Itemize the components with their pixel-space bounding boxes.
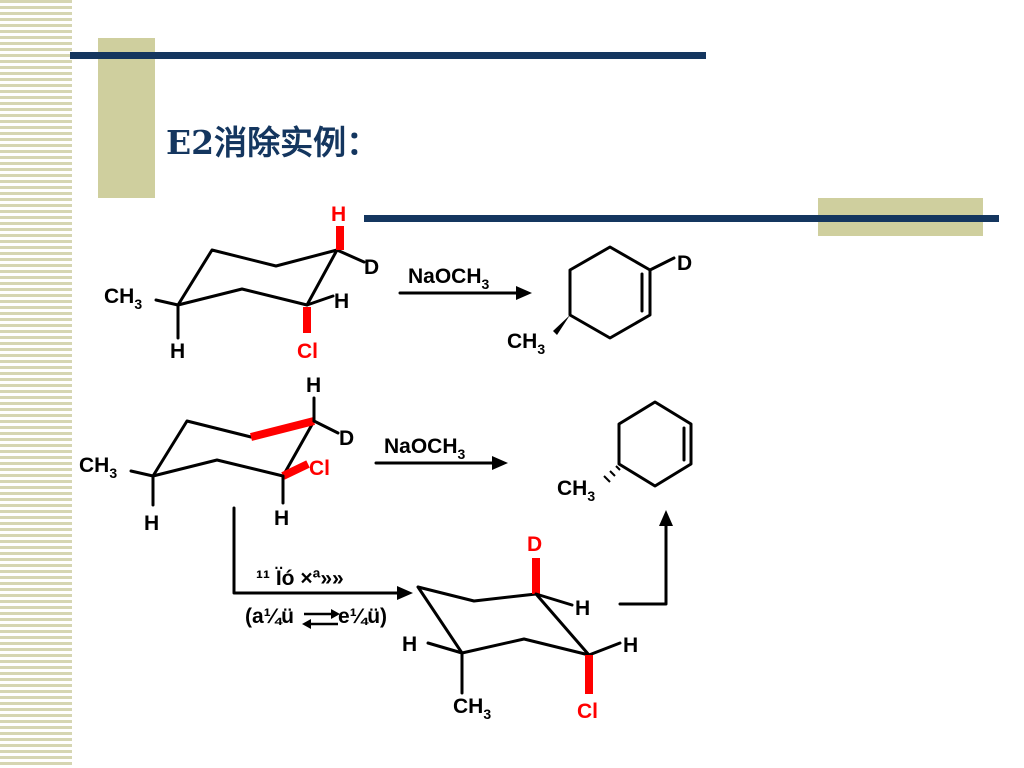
- bond-d-2: [312, 419, 340, 435]
- bond-d-p1: [648, 256, 676, 272]
- ch3-text-1: CH: [104, 285, 134, 308]
- label-cl-1: Cl: [297, 340, 318, 363]
- arrow-2-head: [492, 456, 508, 470]
- label-h-left-3: H: [402, 633, 417, 656]
- label-h-bottom-1: H: [170, 340, 185, 363]
- label-h-right-3: H: [623, 634, 638, 657]
- ch3-p1-sub: 3: [537, 341, 545, 357]
- chair-ring-3: [416, 585, 591, 657]
- bond-h-right-top-3: [534, 592, 574, 607]
- label-d-1: D: [364, 256, 379, 279]
- reagent-1: NaOCH3: [408, 265, 490, 292]
- ch3-p2-sub: 3: [587, 488, 595, 504]
- ch3-sub-1: 3: [134, 296, 142, 312]
- ring-flip-arrowhead: [397, 586, 413, 600]
- product-1-cyclohexene: D CH3: [507, 245, 692, 357]
- eq-arrow-top-head: [331, 609, 340, 619]
- label-ch3-p1: CH3: [507, 330, 545, 357]
- label-d-p1: D: [677, 252, 692, 275]
- reaction-arrow-1: NaOCH3: [398, 265, 532, 300]
- reactant-1-chair: H D H Cl CH3 H: [104, 203, 379, 363]
- label-ch3-1: CH3: [104, 285, 142, 312]
- elimination-arrow: [618, 510, 673, 606]
- hash-line-2: [609, 470, 616, 477]
- hash-line-1: [615, 465, 621, 471]
- equilibrium-arrows: [302, 609, 340, 629]
- reagent-2: NaOCH3: [384, 435, 466, 462]
- ch3-3-text: CH: [453, 695, 483, 718]
- bond-ch3-2: [129, 469, 155, 478]
- eq-arrow-bottom-head: [302, 619, 311, 629]
- left-stripe-band: [0, 0, 72, 768]
- ring-flip-label-right: e¼ü): [338, 605, 387, 628]
- ch3-2-text: CH: [79, 454, 109, 477]
- label-h-top-1: H: [331, 203, 346, 226]
- reagent-2-sub: 3: [458, 446, 466, 462]
- label-h-bottom-2: H: [274, 507, 289, 530]
- reagent-2-text: NaOCH: [384, 435, 458, 458]
- page-title: E2消除实例：: [166, 123, 380, 162]
- ch3-p1-text: CH: [507, 330, 537, 353]
- chair-ring-1: [176, 248, 339, 307]
- label-ch3-p2: CH3: [557, 477, 595, 504]
- reagent-1-sub: 3: [482, 276, 490, 292]
- bond-h-right-3: [587, 641, 622, 657]
- reagent-1-text: NaOCH: [408, 265, 482, 288]
- product-2-cyclohexene: CH3: [557, 400, 693, 504]
- label-ch3-3: CH3: [453, 695, 491, 722]
- arrow-1-head: [516, 286, 532, 300]
- hash-ch3-p2: [603, 465, 621, 483]
- elimination-path: [618, 518, 668, 606]
- ring-flip-path: [232, 506, 405, 595]
- bond-h-left-3: [426, 641, 464, 655]
- label-h-left-2: H: [144, 512, 159, 535]
- reactant-2-chair: H D Cl CH3 H H: [79, 374, 354, 535]
- bond-cl-2: [281, 460, 310, 480]
- label-d-2: D: [339, 427, 354, 450]
- label-h-right-1: H: [334, 290, 349, 313]
- ring-flip: ¹¹ Ïó ×ª»» (a¼ü e¼ü): [232, 506, 413, 629]
- title-accent-block: [98, 38, 155, 198]
- top-rule: [70, 52, 706, 59]
- ring-flip-label-left: (a¼ü: [245, 605, 294, 628]
- label-h-right-top-3: H: [575, 597, 590, 620]
- label-d-3: D: [527, 533, 542, 556]
- hash-line-3: [603, 475, 611, 483]
- hex-ring-p1: [568, 245, 652, 340]
- label-cl-3: Cl: [577, 700, 598, 723]
- ch3-3-sub: 3: [483, 706, 491, 722]
- bond-h-right-1: [305, 294, 335, 307]
- mid-rule: [364, 215, 999, 222]
- ch3-p2-text: CH: [557, 477, 587, 500]
- flipped-conformer: D H H H CH3 Cl: [402, 533, 638, 723]
- ring-flip-label-line1: ¹¹ Ïó ×ª»»: [256, 567, 344, 590]
- ch3-2-sub: 3: [109, 465, 117, 481]
- elimination-arrowhead: [659, 510, 673, 526]
- bond-red-eq-2: [250, 417, 315, 441]
- bond-d-1: [335, 248, 366, 264]
- wedge-ch3-p1: [553, 315, 570, 335]
- bond-ch3-1: [154, 298, 180, 307]
- label-h-top-2: H: [306, 374, 321, 397]
- label-cl-2: Cl: [309, 457, 330, 480]
- label-ch3-2: CH3: [79, 454, 117, 481]
- reaction-arrow-2: NaOCH3: [374, 435, 508, 470]
- hex-ring-p2: [617, 400, 693, 488]
